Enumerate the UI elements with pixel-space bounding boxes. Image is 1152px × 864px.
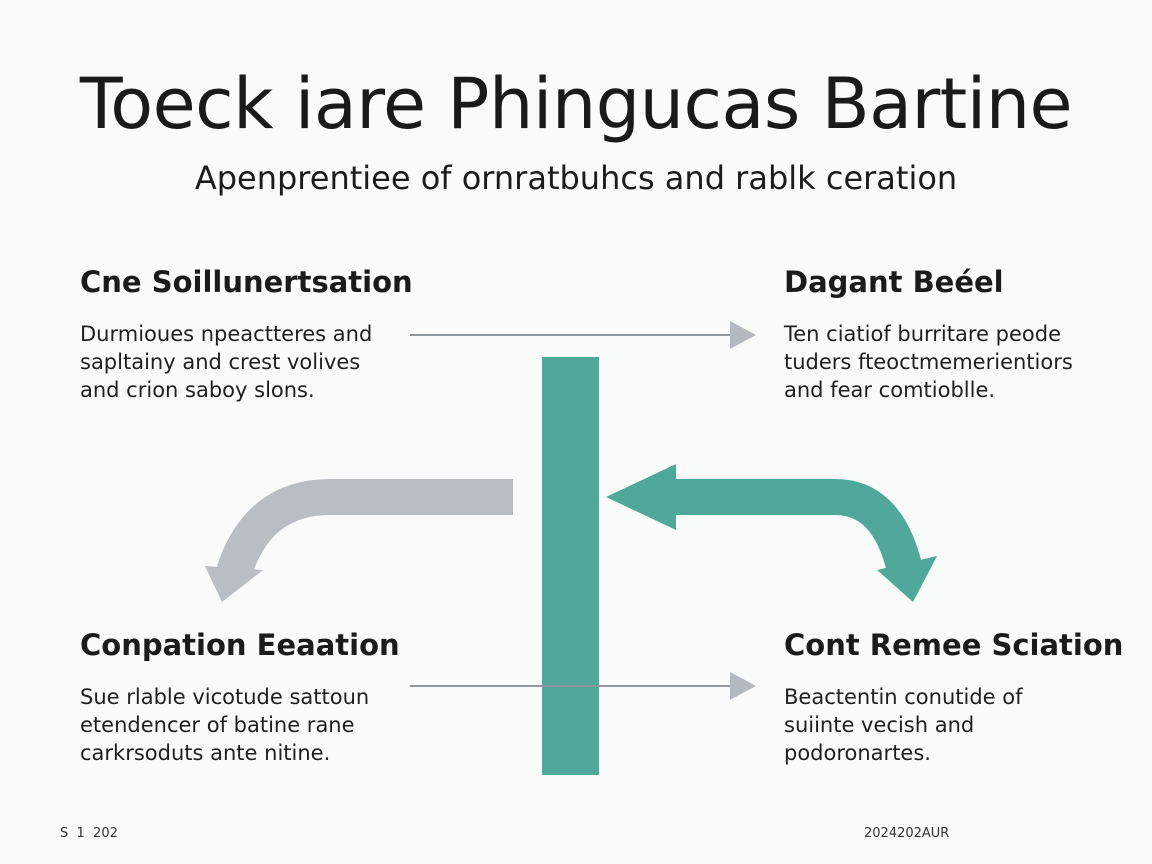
block-description: Beactentin conutide of suiinte vecish an… [784, 683, 1114, 767]
block-description: Sue rlable vicotude sattoun etendencer o… [80, 683, 410, 767]
text-line: Ten ciatiof burritare peode [784, 322, 1061, 346]
text-line: Durmioues npeactteres and [80, 322, 373, 346]
text-line: Sue rlable vicotude sattoun [80, 685, 370, 709]
block-heading: Cont Remee Sciation [784, 628, 1124, 662]
teal-curved-arrow [606, 464, 937, 602]
central-bar [542, 357, 599, 775]
text-line: suiinte vecish and [784, 713, 975, 737]
block-description: Durmioues npeactteres and sapltainy and … [80, 320, 410, 404]
footer-date: 2024202AUR [864, 826, 950, 841]
text-line: and fear comtioblle. [784, 378, 996, 402]
block-heading: Conpation Eeaation [80, 628, 400, 662]
gray-curved-arrow [205, 479, 513, 602]
bottom-connector-arrow [410, 672, 756, 700]
text-line: podoronartes. [784, 741, 931, 765]
text-line: sapltainy and crest volives [80, 350, 361, 374]
slide-subtitle: Apenprentiee of ornratbuhcs and rablk ce… [194, 159, 958, 197]
block-heading: Dagant Beéel [784, 265, 1004, 299]
top-connector-arrow [410, 321, 756, 349]
block-bottom-left: Conpation Eeaation Sue rlable vicotude s… [80, 627, 410, 767]
block-bottom-right: Cont Remee Sciation Beactentin conutide … [784, 627, 1124, 767]
text-line: etendencer of batine rane [80, 713, 355, 737]
text-line: and crion saboy slons. [80, 378, 315, 402]
block-heading: Cne Soillunertsation [80, 265, 413, 299]
text-line: carkrsoduts ante nitine. [80, 741, 331, 765]
text-line: Beactentin conutide of [784, 685, 1023, 709]
text-line: tuders fteoctmemerientiors [784, 350, 1073, 374]
block-top-right: Dagant Beéel Ten ciatiof burritare peode… [784, 264, 1114, 404]
block-description: Ten ciatiof burritare peode tuders fteoc… [784, 320, 1114, 404]
slide-title: Toeck iare Phingucas Bartine [79, 63, 1073, 145]
block-top-left: Cne Soillunertsation Durmioues npeactter… [80, 264, 413, 404]
footer-slide-number: S 1 202 [60, 826, 118, 841]
